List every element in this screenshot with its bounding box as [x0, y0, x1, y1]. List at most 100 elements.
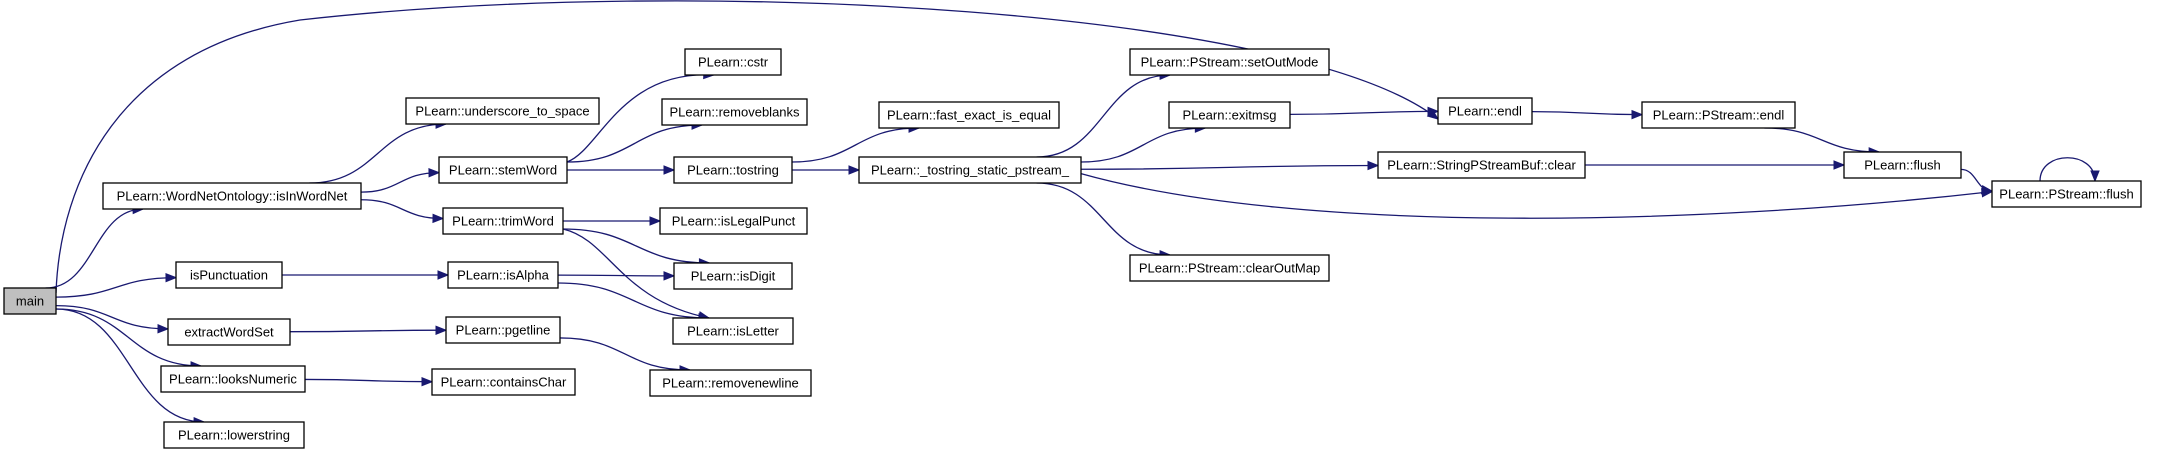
node-box[interactable] — [167, 318, 291, 346]
edge-stemWord-to-tostring — [567, 165, 676, 175]
node-box[interactable] — [163, 421, 305, 449]
edge-line — [1080, 172, 1993, 219]
node-box[interactable] — [1991, 180, 2142, 208]
node-box[interactable] — [649, 369, 812, 397]
node-underscore[interactable]: PLearn::underscore_to_space — [405, 97, 600, 125]
node-label: PLearn::containsChar — [441, 375, 567, 390]
node-pgetline[interactable]: PLearn::pgetline — [445, 316, 561, 344]
node-label: PLearn::stemWord — [449, 163, 557, 178]
edge-line — [562, 228, 710, 319]
edge-tostring-to-fastexact — [791, 123, 921, 163]
node-box[interactable] — [673, 156, 793, 184]
node-label: PLearn::_tostring_static_pstream_ — [871, 163, 1070, 178]
node-fastexact[interactable]: PLearn::fast_exact_is_equal — [878, 101, 1060, 129]
node-box[interactable] — [175, 261, 283, 289]
node-box[interactable] — [672, 317, 794, 345]
node-isDigit[interactable]: PLearn::isDigit — [673, 262, 793, 290]
edge-arrowhead — [435, 325, 448, 335]
node-containsChar[interactable]: PLearn::containsChar — [431, 368, 576, 396]
edge-line — [791, 127, 920, 163]
node-label: main — [16, 294, 44, 309]
node-box[interactable] — [1641, 101, 1796, 129]
node-box[interactable] — [431, 368, 576, 396]
edge-line — [1764, 127, 1880, 153]
edge-isInWordNet-to-trimWord — [360, 199, 445, 224]
node-box[interactable] — [1129, 48, 1330, 76]
edge-line — [1036, 74, 1171, 158]
node-box[interactable] — [1377, 151, 1586, 179]
edge-line — [360, 171, 440, 193]
node-box[interactable] — [445, 316, 561, 344]
node-trimWord[interactable]: PLearn::trimWord — [442, 207, 564, 235]
edge-line — [557, 274, 675, 277]
node-box[interactable] — [659, 207, 808, 235]
node-exitmsg[interactable]: PLearn::exitmsg — [1168, 101, 1291, 129]
node-box[interactable] — [858, 156, 1082, 184]
node-label: PLearn::PStream::clearOutMap — [1139, 261, 1320, 276]
node-box[interactable] — [438, 156, 568, 184]
node-box[interactable] — [160, 365, 306, 393]
node-isLegalPunct[interactable]: PLearn::isLegalPunct — [659, 207, 808, 235]
edge-spbclear-to-flush — [1585, 160, 1846, 170]
node-label: PLearn::StringPStreamBuf::clear — [1387, 158, 1576, 173]
node-spbclear[interactable]: PLearn::StringPStreamBuf::clear — [1377, 151, 1586, 179]
edges-layer — [45, 0, 2100, 427]
edge-main-to-isPunctuation — [55, 272, 178, 298]
node-box[interactable] — [1843, 151, 1962, 179]
edge-line — [1080, 164, 1379, 170]
node-stemWord[interactable]: PLearn::stemWord — [438, 156, 568, 184]
edge-arrowhead — [437, 270, 450, 280]
node-cstr[interactable]: PLearn::cstr — [684, 48, 782, 76]
node-endl[interactable]: PLearn::endl — [1437, 97, 1533, 125]
node-label: PLearn::trimWord — [452, 214, 554, 229]
node-removenewline[interactable]: PLearn::removenewline — [649, 369, 812, 397]
node-lowerstring[interactable]: PLearn::lowerstring — [163, 421, 305, 449]
node-box[interactable] — [673, 262, 793, 290]
node-label: PLearn::isLegalPunct — [672, 214, 796, 229]
node-removeblanks[interactable]: PLearn::removeblanks — [661, 98, 808, 126]
edge-trimWord-to-isLegalPunct — [563, 216, 662, 226]
node-isInWordNet[interactable]: PLearn::WordNetOntology::isInWordNet — [102, 182, 362, 210]
node-extractWordSet[interactable]: extractWordSet — [167, 318, 291, 346]
edge-pgetline-to-removenewline — [559, 337, 692, 375]
edge-line — [562, 228, 710, 264]
node-psendl[interactable]: PLearn::PStream::endl — [1641, 101, 1796, 129]
node-tostring[interactable]: PLearn::tostring — [673, 156, 793, 184]
node-tostringstatic[interactable]: PLearn::_tostring_static_pstream_ — [858, 156, 1082, 184]
node-box[interactable] — [661, 98, 808, 126]
node-flush[interactable]: PLearn::flush — [1843, 151, 1962, 179]
node-box[interactable] — [102, 182, 362, 210]
node-clearOutMap[interactable]: PLearn::PStream::clearOutMap — [1129, 254, 1330, 282]
node-box[interactable] — [684, 48, 782, 76]
edge-line — [309, 123, 447, 184]
node-box[interactable] — [878, 101, 1060, 129]
edge-isPunctuation-to-isAlpha — [281, 270, 450, 280]
edge-line — [2039, 157, 2096, 182]
edge-line — [1531, 110, 1643, 116]
node-label: PLearn::tostring — [687, 163, 779, 178]
edge-endl-to-psendl — [1531, 109, 1644, 120]
edge-arrowhead — [663, 271, 676, 281]
node-box[interactable] — [405, 97, 600, 125]
edge-line — [45, 208, 144, 289]
edge-line — [1289, 110, 1439, 116]
node-box[interactable] — [447, 261, 559, 289]
edge-line — [55, 308, 205, 423]
node-label: PLearn::underscore_to_space — [415, 104, 589, 119]
node-box[interactable] — [1129, 254, 1330, 282]
node-isAlpha[interactable]: PLearn::isAlpha — [447, 261, 559, 289]
node-setOutMode[interactable]: PLearn::PStream::setOutMode — [1129, 48, 1330, 76]
node-box[interactable] — [442, 207, 564, 235]
node-box[interactable] — [1437, 97, 1533, 125]
node-label: PLearn::pgetline — [456, 323, 551, 338]
node-box[interactable] — [3, 287, 57, 315]
edge-stemWord-to-removeblanks — [566, 120, 704, 163]
node-isPunctuation[interactable]: isPunctuation — [175, 261, 283, 289]
node-looksNumeric[interactable]: PLearn::looksNumeric — [160, 365, 306, 393]
node-box[interactable] — [1168, 101, 1291, 129]
node-main[interactable]: main — [3, 287, 57, 315]
edge-line — [1080, 127, 1206, 163]
edge-arrowhead — [1631, 109, 1644, 120]
node-psflush[interactable]: PLearn::PStream::flush — [1991, 180, 2142, 208]
node-isLetter[interactable]: PLearn::isLetter — [672, 317, 794, 345]
